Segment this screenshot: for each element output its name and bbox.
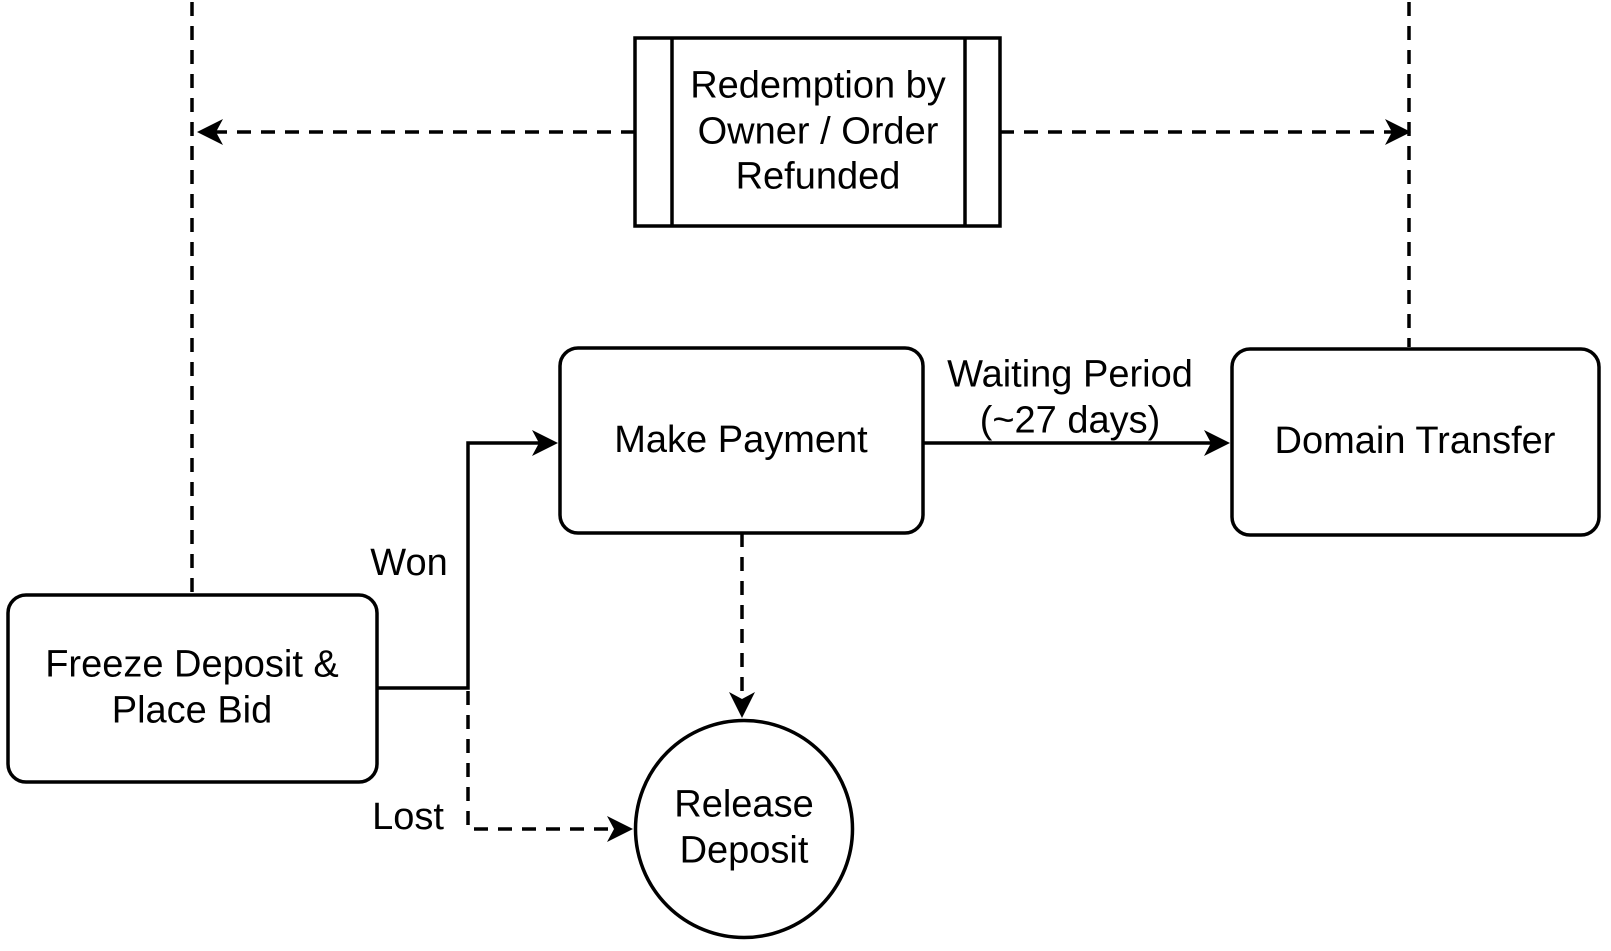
won-edge-label: Won [370,542,448,585]
make-payment-node [558,346,925,535]
domain-transfer-node-label: Domain Transfer [1274,420,1556,463]
lost-edge [466,691,633,842]
won-edge [377,430,558,690]
release-deposit-node-label: Release Deposit [674,783,814,871]
freeze-bid-node [6,593,379,784]
redemption-node [633,36,1002,228]
make-payment-node-label: Make Payment [614,419,868,462]
redemption-node-label: Redemption by Owner / Order Refunded [690,64,946,198]
freeze-bid-node-label: Freeze Deposit & Place Bid [45,643,339,731]
release-deposit-node [633,718,855,940]
waiting-period-edge-label: Waiting Period (~27 days) [947,353,1193,441]
domain-transfer-node [1230,347,1601,537]
lost-edge-label: Lost [372,796,444,839]
